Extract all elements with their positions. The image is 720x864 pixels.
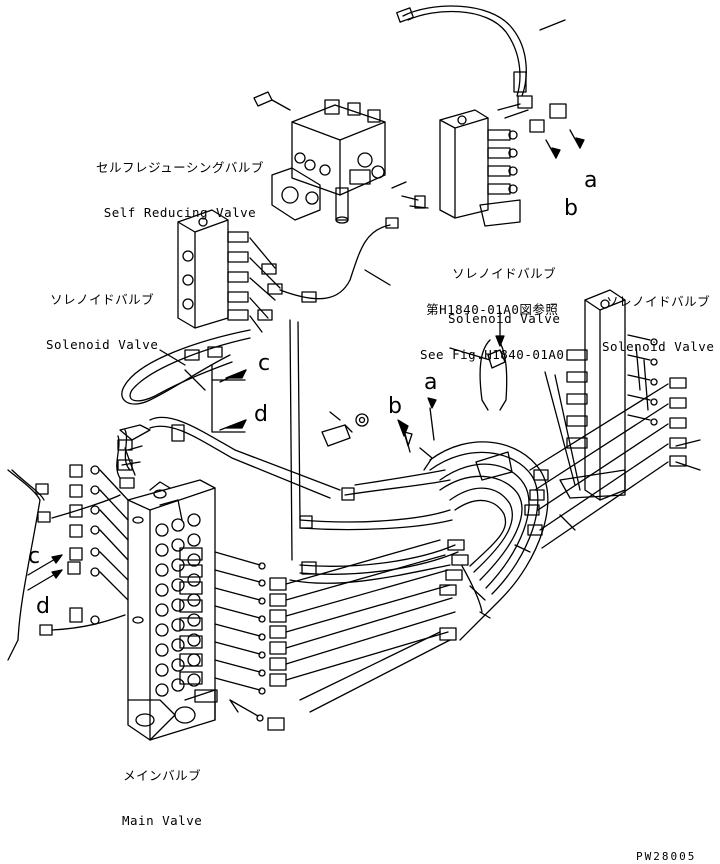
self-reducing-valve-label-ja: セルフレジューシングバルブ — [96, 160, 264, 175]
callout-d-left: d — [36, 594, 50, 619]
main-valve-label-en: Main Valve — [122, 813, 203, 828]
callout-arrows-mid — [212, 365, 246, 432]
top-hose — [397, 6, 565, 96]
solenoid-valve-right — [530, 290, 700, 548]
main-valve — [128, 480, 455, 740]
callout-b-mid: b — [388, 394, 402, 419]
solenoid-valve-left — [178, 210, 398, 560]
callout-c-left: c — [28, 544, 41, 569]
see-fig-label: 第H1840-01A0図参照 See Fig.H1840-01A0 — [420, 272, 564, 392]
solenoid-valve-right-label-en: Solenoid Valve — [602, 339, 715, 354]
solenoid-valve-upper-label: ソレノイドバルブ Solenoid Valve — [448, 236, 560, 356]
hose-clamp — [450, 312, 507, 410]
solenoid-valve-left-label-en: Solenoid Valve — [46, 337, 159, 352]
solenoid-valve-right-label: ソレノイドバルブ Solenoid Valve — [602, 264, 714, 384]
left-fittings — [8, 425, 150, 660]
callout-d-mid: d — [254, 402, 268, 427]
callout-a-upper: a — [584, 168, 598, 193]
bolt-and-washer — [322, 398, 436, 470]
self-reducing-valve-label-en: Self Reducing Valve — [103, 205, 257, 220]
solenoid-valve-upper-label-en: Solenoid Valve — [448, 311, 561, 326]
self-reducing-valve-label: セルフレジューシングバルブ Self Reducing Valve — [96, 130, 264, 250]
main-valve-label-ja: メインバルブ — [123, 768, 202, 783]
solenoid-valve-left-label-ja: ソレノイドバルブ — [50, 292, 155, 307]
callout-a-mid: a — [424, 370, 438, 395]
solenoid-valve-right-label-ja: ソレノイドバルブ — [606, 294, 711, 309]
see-fig-label-ja: 第H1840-01A0図参照 — [426, 302, 559, 317]
hose-bundle — [290, 442, 575, 712]
callout-b-upper: b — [564, 196, 578, 221]
callout-c-mid: c — [258, 351, 271, 376]
solenoid-valve-left-label: ソレノイドバルブ Solenoid Valve — [46, 262, 158, 382]
solenoid-valve-upper-label-ja: ソレノイドバルブ — [452, 266, 557, 281]
left-hose-loop — [117, 330, 340, 498]
solenoid-valve-upper — [440, 96, 584, 226]
main-valve-label: メインバルブ Main Valve — [122, 738, 202, 858]
self-reducing-valve — [254, 92, 428, 223]
drawing-code: PW28005 — [636, 850, 697, 863]
see-fig-label-en: See Fig.H1840-01A0 — [420, 347, 565, 362]
